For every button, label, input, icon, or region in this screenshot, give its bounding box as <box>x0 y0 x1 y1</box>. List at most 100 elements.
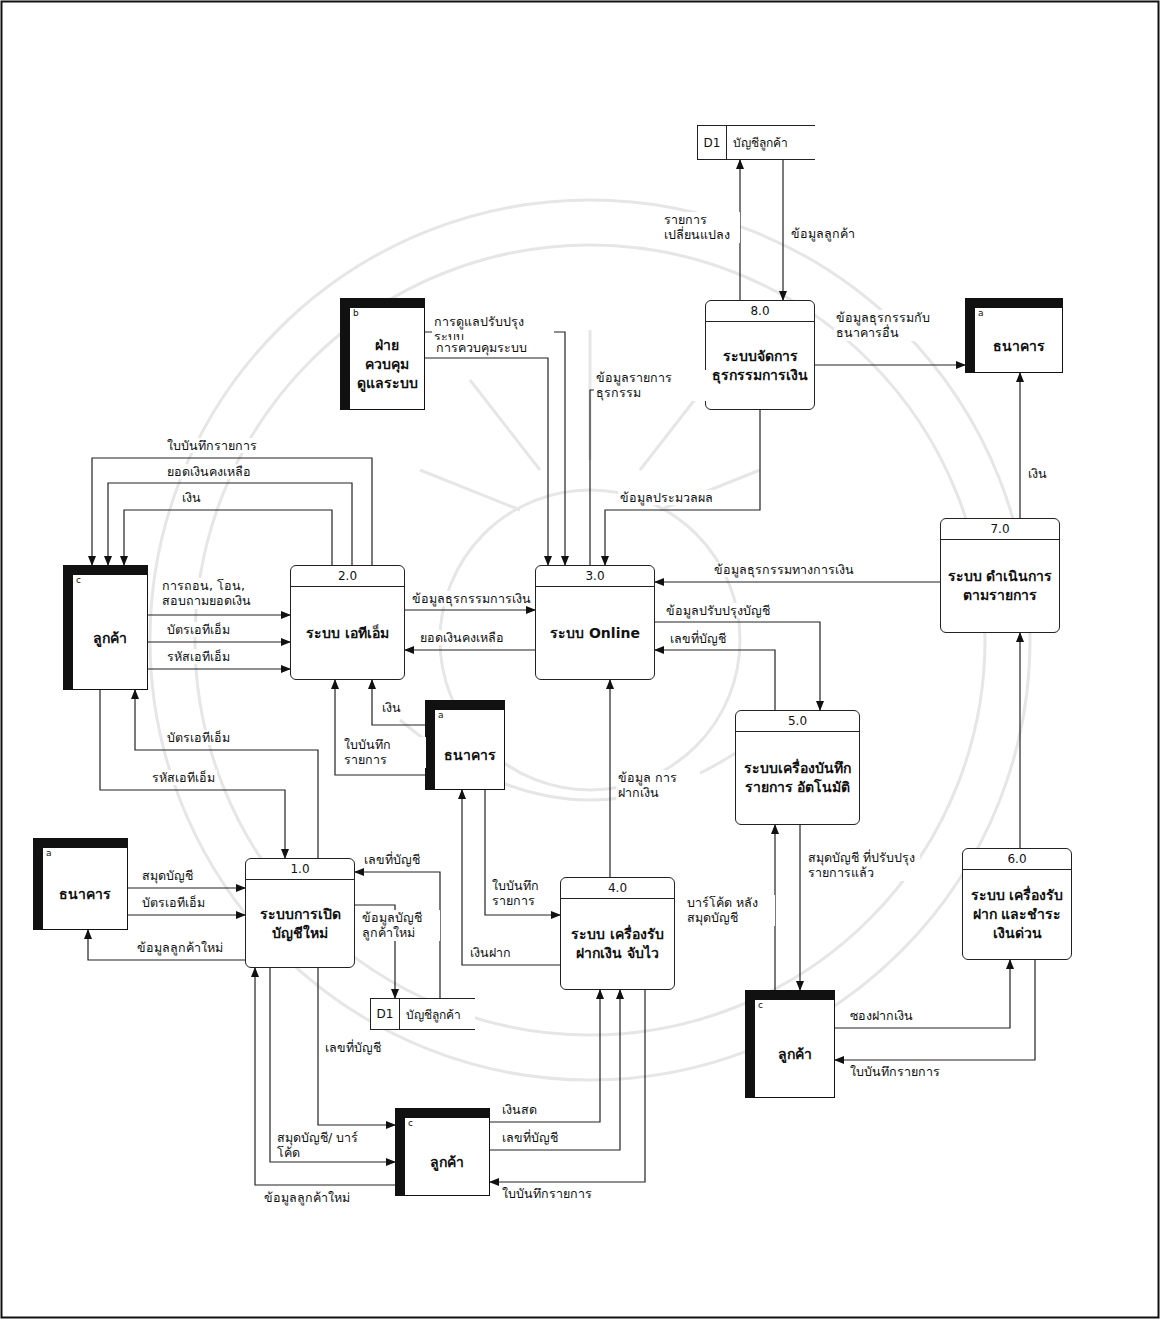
data-flow <box>462 790 560 965</box>
flow-label: เลขที่บัญชี <box>668 631 728 646</box>
store-name: บัญชีลูกค้า <box>400 999 475 1029</box>
entity-name: ฝ่ายควบคุม ดูแลระบบ <box>350 320 424 409</box>
process-box: 6.0ระบบ เครื่องรับฝาก และชำระเงินด่วน <box>962 848 1072 960</box>
entity-name: ธนาคาร <box>975 320 1062 372</box>
data-flow <box>1019 373 1020 518</box>
flow-label: ข้อมูลลูกค้าใหม่ <box>135 940 225 955</box>
external-entity: cลูกค้า <box>745 990 835 1098</box>
flow-label: บัตรเอทีเอ็ม <box>165 622 232 637</box>
flow-label: ข้อมูล การฝากเงิน <box>616 770 700 801</box>
data-flow <box>148 668 290 669</box>
data-flow <box>609 680 610 877</box>
entity-name: ธนาคาร <box>435 722 504 789</box>
flow-label: บัตรเอทีเอ็ม <box>140 895 207 910</box>
process-box: 7.0ระบบ ดำเนินการ ตามรายการ <box>940 518 1060 633</box>
data-flow <box>655 622 820 710</box>
process-number: 1.0 <box>246 859 354 880</box>
process-name: ระบบ ดำเนินการ ตามรายการ <box>941 540 1059 632</box>
flow-label: เงิน <box>1026 466 1049 481</box>
data-flow <box>88 930 245 960</box>
flow-label: ข้อมูลลูกค้า <box>789 226 857 241</box>
data-store: D1บัญชีลูกค้า <box>370 998 475 1030</box>
data-flow <box>318 968 395 1125</box>
flow-label: สมุดบัญชี/ บาร์โค้ด <box>275 1130 371 1161</box>
flow-label: ซองฝากเงิน <box>848 1008 915 1023</box>
flow-label: รหัสเอทีเอ็ม <box>165 649 232 664</box>
process-box: 1.0ระบบการเปิด บัญชีใหม่ <box>245 858 355 968</box>
flow-label: ใบบันทึก รายการ <box>490 878 560 909</box>
data-flow <box>835 960 1010 1028</box>
flow-label: เลขที่บัญชี <box>500 1130 560 1145</box>
data-flow <box>782 160 783 300</box>
entity-name: ลูกค้า <box>755 1012 834 1097</box>
external-entity: bฝ่ายควบคุม ดูแลระบบ <box>340 298 425 410</box>
data-flow <box>425 358 548 565</box>
flow-label: ยอดเงินคงเหลือ <box>165 464 253 479</box>
flow-label: ข้อมูลธุรกรรมการเงิน <box>410 591 533 606</box>
data-flow <box>490 990 620 1150</box>
flow-label: เงิน <box>180 490 203 505</box>
process-name: ระบบการเปิด บัญชีใหม่ <box>246 880 354 967</box>
process-box: 5.0ระบบเครื่องบันทึก รายการ อัตโนมัติ <box>735 710 860 825</box>
data-flow <box>655 650 775 710</box>
data-store: D1บัญชีลูกค้า <box>697 125 815 160</box>
flow-label: รายการ เปลี่ยนแปลง <box>662 212 740 243</box>
data-flow <box>835 960 1035 1060</box>
flow-label: เงินสด <box>500 1102 539 1117</box>
process-number: 4.0 <box>561 878 674 899</box>
process-box: 4.0ระบบ เครื่องรับฝากเงิน จับไว <box>560 877 675 990</box>
entity-name: ลูกค้า <box>73 587 147 689</box>
data-flow <box>124 510 332 565</box>
data-flow <box>485 790 560 915</box>
flow-label: ยอดเงินคงเหลือ <box>418 630 506 645</box>
process-box: 2.0ระบบ เอทีเอ็ม <box>290 565 405 680</box>
data-flow <box>490 990 645 1182</box>
flow-label: รหัสเอทีเอ็ม <box>150 770 217 785</box>
data-flow <box>92 458 372 565</box>
data-flow <box>128 887 245 888</box>
store-id: D1 <box>698 126 727 159</box>
process-name: ระบบ เอทีเอ็ม <box>291 587 404 679</box>
data-flow <box>590 390 705 565</box>
data-flow <box>135 690 318 858</box>
store-id: D1 <box>371 999 400 1029</box>
store-name: บัญชีลูกค้า <box>727 126 815 159</box>
process-number: 6.0 <box>963 849 1071 870</box>
external-entity: aธนาคาร <box>965 298 1063 373</box>
flow-label: สมุดบัญชี ที่ปรับปรุง รายการแล้ว <box>806 850 920 881</box>
entity-code: c <box>73 575 147 587</box>
entity-code: a <box>43 848 127 860</box>
process-name: ระบบเครื่องบันทึก รายการ อัตโนมัติ <box>736 732 859 824</box>
process-number: 3.0 <box>536 566 654 587</box>
flow-label: เลขที่บัญชี <box>323 1040 383 1055</box>
data-flow <box>405 609 535 610</box>
flow-label: ข้อมูลปรับปรุงบัญชี <box>664 603 772 618</box>
flow-label: ใบบันทึกรายการ <box>500 1186 594 1201</box>
entity-name: ลูกค้า <box>405 1130 489 1195</box>
data-flow <box>425 332 565 565</box>
entity-code: c <box>405 1118 489 1130</box>
external-entity: cลูกค้า <box>395 1108 490 1196</box>
external-entity: aธนาคาร <box>425 700 505 790</box>
data-flow <box>335 680 425 775</box>
data-flow <box>108 483 352 565</box>
data-flow <box>655 581 940 582</box>
data-flow <box>605 410 760 565</box>
entity-code: a <box>435 710 504 722</box>
data-flow <box>1019 633 1020 848</box>
data-flow <box>148 614 290 615</box>
data-flow <box>372 680 425 725</box>
flow-label: ข้อมูลธุรกรรมกับ ธนาคารอื่น <box>834 310 963 341</box>
process-name: ระบบ เครื่องรับฝากเงิน จับไว <box>561 899 674 989</box>
flow-label: ข้อมูลรายการธุรกรรม <box>594 370 706 401</box>
flow-label: การถอน, โอน, สอบถามยอดเงิน <box>160 578 289 609</box>
flow-label: ข้อมูลธุรกรรมทางการเงิน <box>712 562 856 577</box>
process-box: 3.0ระบบ Online <box>535 565 655 680</box>
process-name: ระบบ เครื่องรับฝาก และชำระเงินด่วน <box>963 870 1071 959</box>
data-flow <box>100 690 285 858</box>
flow-label: เงินฝาก <box>468 945 513 960</box>
flow-label: บาร์โค้ด หลังสมุดบัญชี <box>685 895 775 926</box>
data-flow <box>815 364 965 365</box>
data-flow <box>355 872 440 998</box>
